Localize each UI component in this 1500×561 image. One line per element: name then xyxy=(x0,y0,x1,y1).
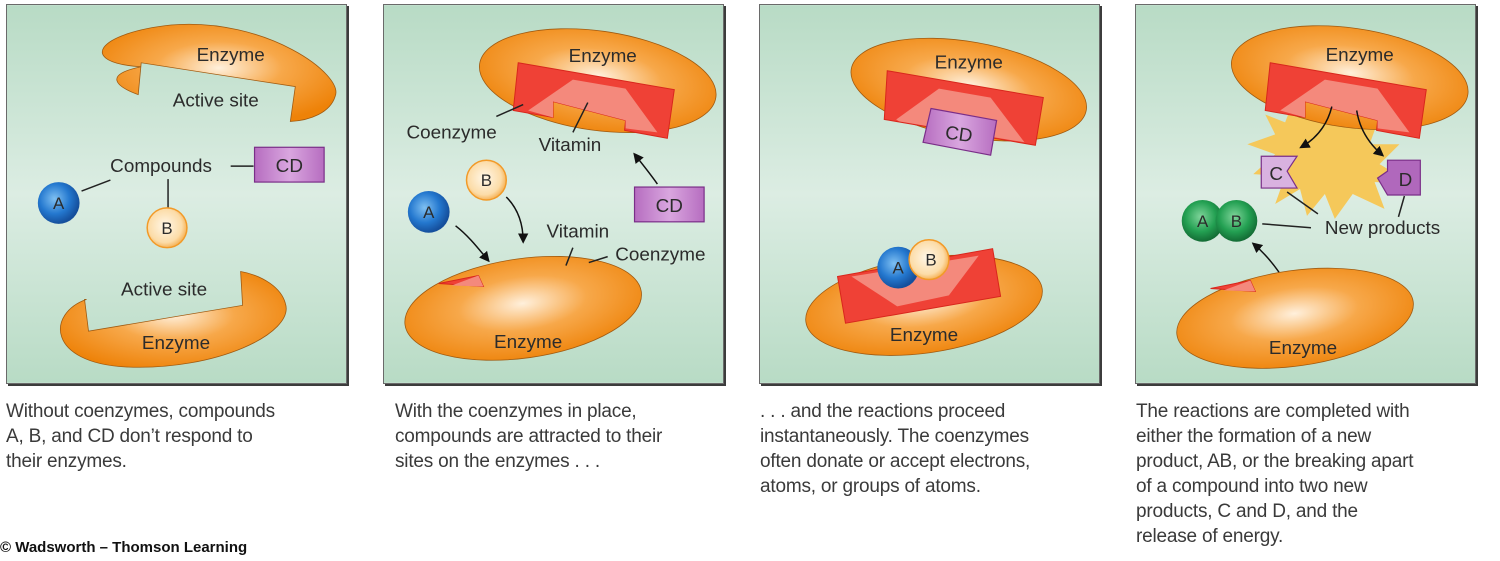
compound-a xyxy=(37,182,80,224)
enzyme-bottom-shape xyxy=(60,271,287,368)
enzyme-top-label: Enzyme xyxy=(569,46,637,67)
compound-a-label: A xyxy=(423,203,435,222)
arrow-to-d xyxy=(1355,110,1385,157)
compound-cd-bound xyxy=(922,107,998,156)
active-site-bottom-label: Active site xyxy=(121,279,207,300)
vitamin-bottom xyxy=(1223,280,1256,292)
caption-panel-3: . . . and the reactions proceed instanta… xyxy=(760,399,1120,499)
caption-panel-2: With the coenzymes in place, compounds a… xyxy=(395,399,755,474)
vitamin-top-label: Vitamin xyxy=(539,135,602,156)
coenzyme-bottom-label: Coenzyme xyxy=(615,245,705,266)
panel-reactions-completed: Enzyme C D A B New products Enzyme xyxy=(1135,4,1476,384)
leader-vitamin-bottom xyxy=(565,247,574,266)
leader-c xyxy=(1286,191,1319,215)
compound-a-label: A xyxy=(53,194,65,213)
caption-line: With the coenzymes in place, xyxy=(395,401,637,422)
panel-without-coenzymes: Enzyme Active site Compounds CD A B Acti… xyxy=(6,4,347,384)
enzyme-bottom-label: Enzyme xyxy=(142,333,210,354)
product-ab-a xyxy=(1181,199,1224,242)
compound-b-label: B xyxy=(481,171,492,190)
copyright-credit: © Wadsworth – Thomson Learning xyxy=(0,539,248,556)
compound-cd-label: CD xyxy=(656,196,683,217)
diagram-reactions-proceed: Enzyme CD A B Enzyme xyxy=(760,5,1099,383)
new-products-label: New products xyxy=(1325,218,1440,239)
product-c-label: C xyxy=(1269,164,1283,185)
panel-reactions-proceed: Enzyme CD A B Enzyme xyxy=(759,4,1100,384)
caption-line: either the formation of a new xyxy=(1136,426,1372,447)
arrow-a-to-site xyxy=(455,225,490,263)
compound-cd-label: CD xyxy=(276,156,303,177)
leader-vitamin-top xyxy=(572,102,589,133)
product-d xyxy=(1376,159,1421,196)
enzyme-bottom-label: Enzyme xyxy=(1269,338,1337,359)
enzyme-top-shape xyxy=(101,23,337,122)
compound-cd xyxy=(253,146,325,183)
product-ab-b xyxy=(1215,199,1258,242)
leader-coenzyme-bottom xyxy=(588,255,608,264)
caption-line: Without coenzymes, compounds xyxy=(6,401,275,422)
diagram-coenzymes-in-place: Enzyme Coenzyme Vitamin B A CD Vitamin C… xyxy=(384,5,723,383)
enzyme-top-label: Enzyme xyxy=(197,45,265,66)
enzyme-top-label: Enzyme xyxy=(1326,45,1394,66)
caption-line: their enzymes. xyxy=(6,451,127,472)
caption-line: The reactions are completed with xyxy=(1136,401,1410,422)
leader-line-a xyxy=(81,179,111,192)
product-a-label: A xyxy=(1197,212,1209,231)
caption-line: compounds are attracted to their xyxy=(395,426,663,447)
caption-line: sites on the enzymes . . . xyxy=(395,451,600,472)
caption-panel-4: The reactions are completed with either … xyxy=(1136,399,1496,549)
compound-b-label: B xyxy=(925,251,936,270)
enzyme-bottom-label: Enzyme xyxy=(890,325,958,346)
compound-a xyxy=(407,191,450,233)
caption-line: of a compound into two new xyxy=(1136,476,1368,497)
caption-line: atoms, or groups of atoms. xyxy=(760,476,981,497)
vitamin-top xyxy=(1280,79,1410,133)
vitamin-top xyxy=(528,79,658,133)
vitamin-bottom xyxy=(451,275,484,287)
caption-line: . . . and the reactions proceed xyxy=(760,401,1006,422)
caption-line: product, AB, or the breaking apart xyxy=(1136,451,1414,472)
enzyme-bottom-shape xyxy=(1176,267,1414,369)
compound-cd xyxy=(633,186,705,223)
compound-b xyxy=(146,207,188,249)
caption-line: instantaneously. The coenzymes xyxy=(760,426,1029,447)
compound-b xyxy=(465,159,508,201)
vitamin-bottom-label: Vitamin xyxy=(547,222,610,243)
caption-line: products, C and D, and the xyxy=(1136,501,1358,522)
compound-b-label: B xyxy=(161,219,172,238)
caption-line: A, B, and CD don’t respond to xyxy=(6,426,253,447)
leader-ab xyxy=(1262,223,1312,229)
panel-coenzymes-in-place: Enzyme Coenzyme Vitamin B A CD Vitamin C… xyxy=(383,4,724,384)
active-site-top-label: Active site xyxy=(173,91,259,112)
leader-d xyxy=(1397,195,1406,218)
product-d-label: D xyxy=(1399,170,1413,191)
diagram-without-coenzymes: Enzyme Active site Compounds CD A B Acti… xyxy=(7,5,346,383)
compound-b xyxy=(908,238,950,281)
arrow-to-c xyxy=(1299,106,1333,149)
diagram-reactions-completed: Enzyme C D A B New products Enzyme xyxy=(1136,5,1475,383)
enzyme-bottom-label: Enzyme xyxy=(494,332,562,353)
compounds-label: Compounds xyxy=(110,156,212,177)
caption-line: often donate or accept electrons, xyxy=(760,451,1031,472)
coenzyme-top-label: Coenzyme xyxy=(406,122,496,143)
arrow-cd-to-site xyxy=(633,152,658,185)
compound-cd-label: CD xyxy=(944,123,974,148)
product-c xyxy=(1260,155,1299,189)
caption-panel-1: Without coenzymes, compounds A, B, and C… xyxy=(6,399,366,474)
leader-coenzyme-top xyxy=(496,103,524,118)
compound-a-label: A xyxy=(893,259,905,278)
arrow-b-to-site xyxy=(505,196,529,244)
caption-line: release of energy. xyxy=(1136,526,1284,547)
product-b-label: B xyxy=(1231,212,1242,231)
enzyme-top-label: Enzyme xyxy=(935,53,1003,74)
